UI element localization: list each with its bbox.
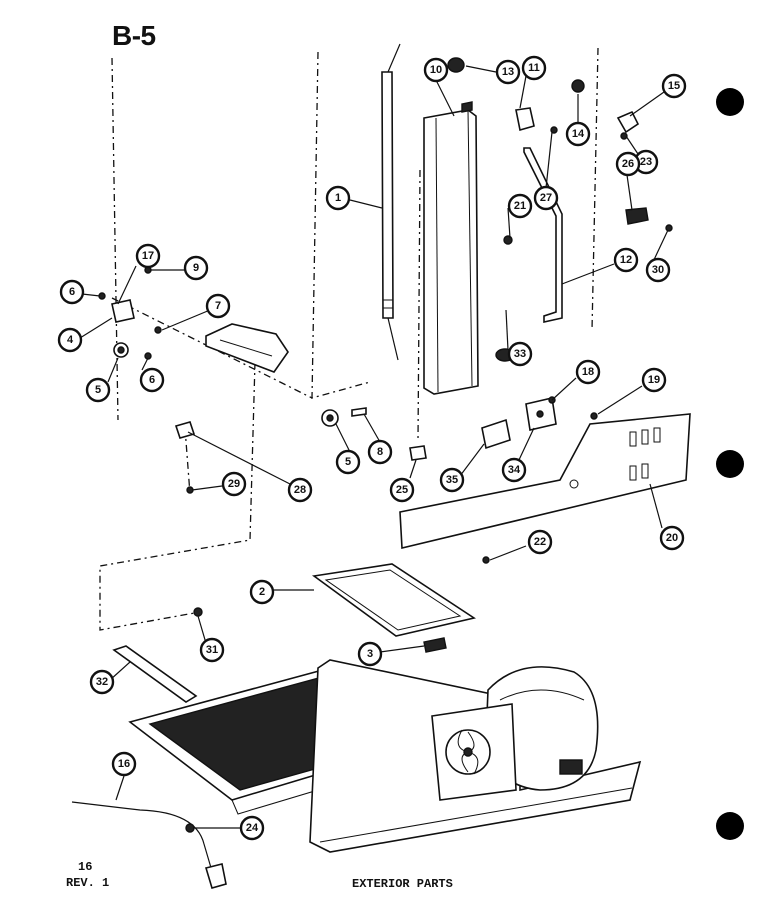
svg-text:19: 19 xyxy=(648,374,660,386)
svg-text:18: 18 xyxy=(582,366,594,378)
binder-hole-top xyxy=(716,88,744,116)
svg-text:28: 28 xyxy=(294,484,306,496)
svg-text:22: 22 xyxy=(534,536,546,548)
svg-text:20: 20 xyxy=(666,532,678,544)
svg-text:34: 34 xyxy=(508,464,521,476)
callout-8: 8 xyxy=(367,439,393,465)
callout-2: 2 xyxy=(249,579,275,605)
svg-text:1: 1 xyxy=(335,192,341,204)
svg-text:23: 23 xyxy=(640,156,652,168)
svg-text:6: 6 xyxy=(149,374,155,386)
svg-text:7: 7 xyxy=(215,300,221,312)
power-cord xyxy=(71,801,227,889)
callout-32: 32 xyxy=(89,669,115,695)
svg-text:4: 4 xyxy=(67,334,74,346)
svg-text:32: 32 xyxy=(96,676,108,688)
wire-bracket xyxy=(174,421,196,494)
svg-text:9: 9 xyxy=(193,262,199,274)
relay-and-bracket xyxy=(481,396,598,450)
callout-30: 30 xyxy=(645,257,671,283)
callout-11: 11 xyxy=(521,55,547,81)
callout-1: 1 xyxy=(325,185,351,211)
callout-6-top: 6 xyxy=(59,279,85,305)
svg-text:14: 14 xyxy=(572,128,585,140)
callout-22: 22 xyxy=(527,529,553,555)
svg-text:5: 5 xyxy=(345,456,351,468)
svg-text:26: 26 xyxy=(622,158,634,170)
cabinet-outline xyxy=(99,47,599,631)
callout-33: 33 xyxy=(507,341,533,367)
svg-text:33: 33 xyxy=(514,348,526,360)
callout-9: 9 xyxy=(183,255,209,281)
hinge-cover xyxy=(205,323,289,373)
callout-29: 29 xyxy=(221,471,247,497)
svg-text:13: 13 xyxy=(502,66,514,78)
callout-20: 20 xyxy=(659,525,685,551)
rear-access-panel xyxy=(399,413,691,564)
drain-tube xyxy=(381,43,401,361)
callout-24: 24 xyxy=(239,815,265,841)
svg-text:5: 5 xyxy=(95,384,101,396)
svg-text:8: 8 xyxy=(377,446,383,458)
svg-text:27: 27 xyxy=(540,192,552,204)
callout-34: 34 xyxy=(501,457,527,483)
svg-text:24: 24 xyxy=(246,822,259,834)
condenser-fan xyxy=(431,703,517,801)
page-number: 16 xyxy=(78,860,93,874)
svg-text:11: 11 xyxy=(528,62,540,74)
revision-label: REV. 1 xyxy=(66,876,110,890)
svg-text:29: 29 xyxy=(228,478,240,490)
callout-21: 21 xyxy=(507,193,533,219)
binder-hole-middle xyxy=(716,450,744,478)
svg-text:30: 30 xyxy=(652,264,664,276)
callout-13: 13 xyxy=(495,59,521,85)
callout-27: 27 xyxy=(533,185,559,211)
callout-15: 15 xyxy=(661,73,687,99)
callout-4: 4 xyxy=(57,327,83,353)
callout-16: 16 xyxy=(111,751,137,777)
callout-31: 31 xyxy=(199,637,225,663)
svg-text:17: 17 xyxy=(142,250,154,262)
svg-text:6: 6 xyxy=(69,286,75,298)
callout-6-bottom: 6 xyxy=(139,367,165,393)
callout-26: 26 xyxy=(615,151,641,177)
hinge-assembly xyxy=(98,266,367,427)
air-duct-channel xyxy=(423,101,479,395)
leader-lines xyxy=(79,65,669,829)
svg-text:21: 21 xyxy=(514,200,526,212)
section-title: B-5 xyxy=(112,20,156,51)
svg-text:35: 35 xyxy=(446,474,458,486)
callout-28: 28 xyxy=(287,477,313,503)
callout-10: 10 xyxy=(423,57,449,83)
svg-text:31: 31 xyxy=(206,644,218,656)
callout-19: 19 xyxy=(641,367,667,393)
drain-fitting xyxy=(409,445,427,461)
callout-35: 35 xyxy=(439,467,465,493)
callout-7: 7 xyxy=(205,293,231,319)
damper-rod xyxy=(523,147,563,323)
binder-hole-bottom xyxy=(716,812,744,840)
svg-text:25: 25 xyxy=(396,484,408,496)
svg-text:12: 12 xyxy=(620,254,632,266)
svg-text:3: 3 xyxy=(367,648,373,660)
top-fittings xyxy=(447,57,673,245)
drain-pan xyxy=(311,563,477,653)
svg-text:16: 16 xyxy=(118,758,130,770)
callout-25: 25 xyxy=(389,477,415,503)
callout-3: 3 xyxy=(357,641,383,667)
svg-text:2: 2 xyxy=(259,586,265,598)
callout-17: 17 xyxy=(135,243,161,269)
callout-5-left: 5 xyxy=(85,377,111,403)
svg-text:15: 15 xyxy=(668,80,680,92)
callout-12: 12 xyxy=(613,247,639,273)
diagram-caption: EXTERIOR PARTS xyxy=(352,877,453,891)
callout-18: 18 xyxy=(575,359,601,385)
callout-5-right: 5 xyxy=(335,449,361,475)
mounting-strap xyxy=(112,607,203,703)
svg-text:10: 10 xyxy=(430,64,442,76)
callout-14: 14 xyxy=(565,121,591,147)
